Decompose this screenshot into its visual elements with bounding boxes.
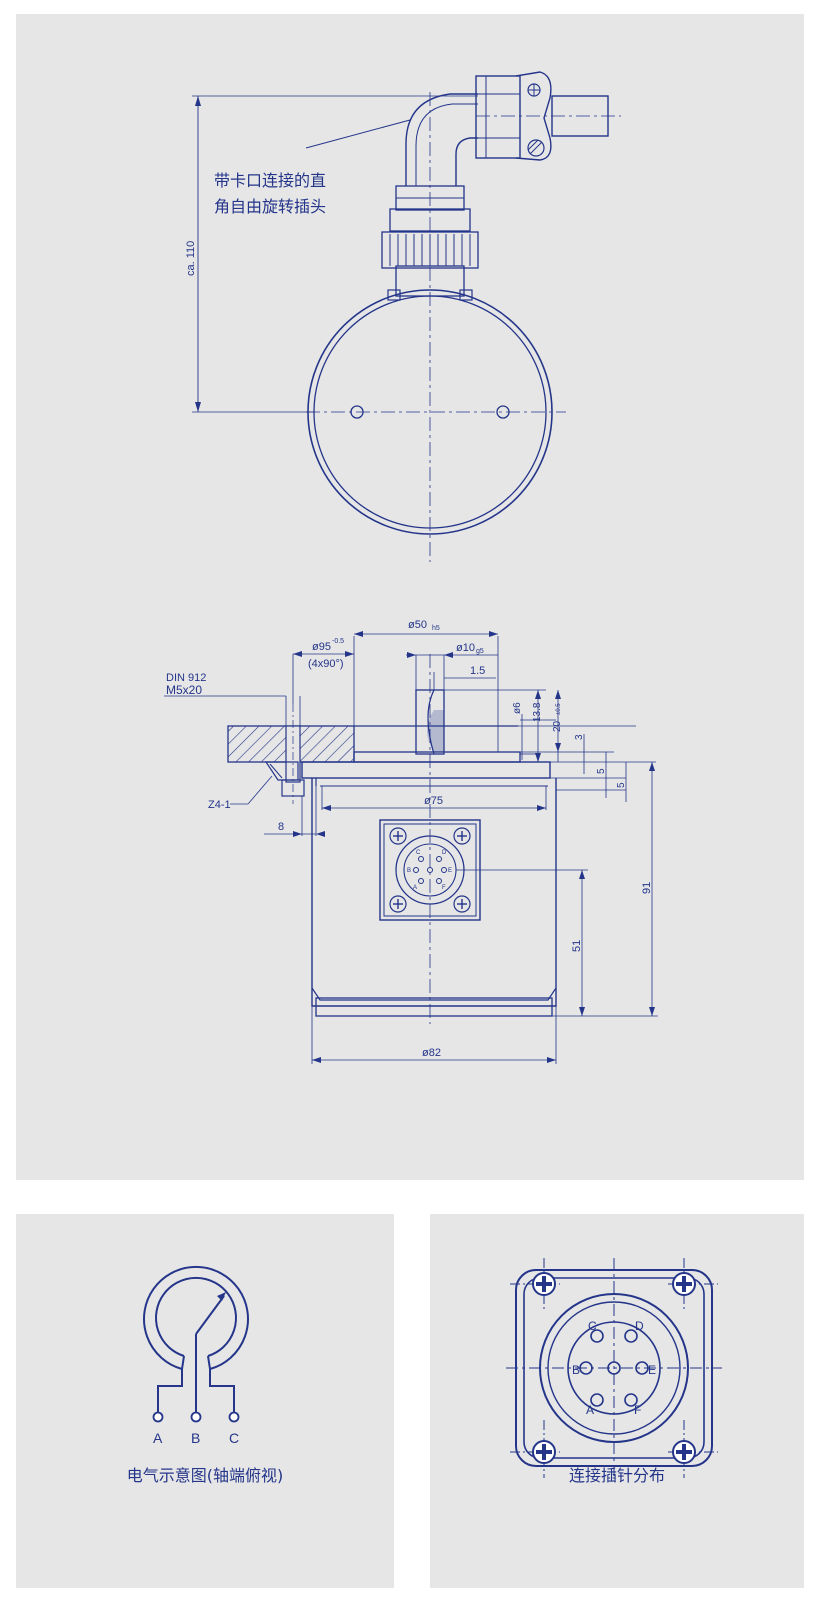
dim-51: 51 [571,940,583,952]
dim-d95-note: (4x90°) [308,658,344,670]
dim-d10-tolerance: g5 [476,648,484,655]
pin-label-c: C [588,1319,597,1333]
dim-20: 20 [552,720,563,732]
dim-d50: ø50 [408,619,427,631]
corner-screw-icon [672,1272,696,1296]
height-dimension-label: ca. 110 [185,241,197,276]
dim-d6: ø6 [512,702,523,714]
dim-d75: ø75 [424,795,443,807]
dim-5b: 5 [616,782,627,788]
dim-5a: 5 [596,768,607,774]
dim-20-tolerance: ±0.5 [556,703,562,715]
terminal-b [190,1411,202,1423]
corner-screw-icon [532,1272,556,1296]
pin-label-b: B [572,1363,580,1377]
pinout-panel: C D B E A F 连接插针分布 [430,1214,804,1588]
electrical-caption: 电气示意图(轴端俯视) [126,1466,284,1485]
connector-annotation-line2: 角自由旋转插头 [214,198,326,216]
clamp-label: Z4-1 [208,799,231,811]
connector-annotation-line1: 带卡口连接的直 [214,172,326,190]
terminal-c-label: C [229,1430,239,1446]
pin-label-a: A [586,1403,594,1417]
corner-screw-icon [532,1440,556,1464]
terminal-b-label: B [191,1430,200,1446]
electrical-schematic: A B C [143,1265,249,1446]
dim-d82: ø82 [422,1047,441,1059]
dim-13-8: 13.8 [532,702,543,722]
small-pin-label: F [442,885,446,891]
dim-d50-tolerance: h5 [432,625,440,632]
dim-d95-tolerance: -0.5 [332,638,344,645]
small-pin-label: A [413,885,417,891]
dim-8: 8 [278,821,284,833]
dim-91: 91 [641,882,653,894]
dim-d10: ø10 [456,642,475,654]
small-pin-label: B [407,868,411,874]
terminal-a-label: A [153,1430,163,1446]
electrical-diagram-panel: A B C 电气示意图(轴端俯视) [16,1214,394,1588]
side-view: C D B E A F [164,619,658,1064]
small-pin-label: E [448,868,452,874]
dim-1-5: 1.5 [470,665,485,677]
top-view: ca. 110 带卡口连接的直 角自由旋转插头 [185,71,621,562]
corner-screw-icon [672,1440,696,1464]
pin-label-e: E [648,1363,656,1377]
screw-spec-line2: M5x20 [166,683,202,697]
terminal-c [228,1411,240,1423]
drawing-panel: ca. 110 带卡口连接的直 角自由旋转插头 [16,14,804,1180]
screw-spec-line1: DIN 912 [166,672,206,684]
small-pin-label: C [416,850,421,856]
pinout-caption: 连接插针分布 [568,1466,665,1485]
dim-3: 3 [574,734,585,740]
small-pin-label: D [442,850,447,856]
dim-d95: ø95 [312,641,331,653]
pin-label-d: D [635,1319,644,1333]
technical-drawing: ca. 110 带卡口连接的直 角自由旋转插头 [164,71,658,1064]
pin-label-f: F [634,1403,641,1417]
terminal-a [152,1411,164,1423]
connector-pinout: C D B E A F [506,1258,722,1478]
